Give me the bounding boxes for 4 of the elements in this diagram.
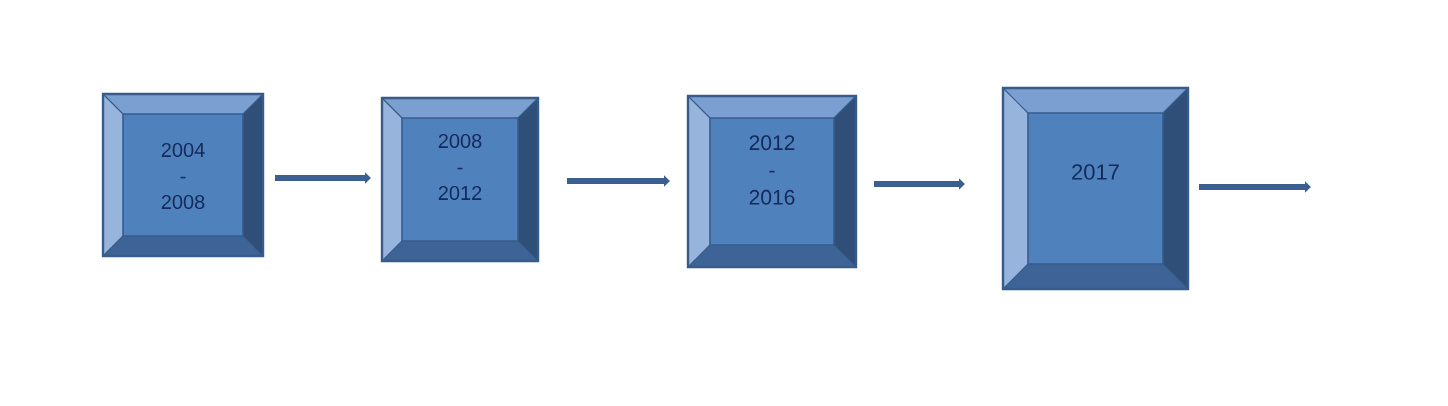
bevel-box: 2008 - 2012	[380, 96, 540, 263]
bevel-box: 2012 - 2016	[686, 94, 858, 269]
bevel-box: 2017	[1001, 86, 1190, 291]
bevel-box: 2004 - 2008	[101, 92, 265, 258]
